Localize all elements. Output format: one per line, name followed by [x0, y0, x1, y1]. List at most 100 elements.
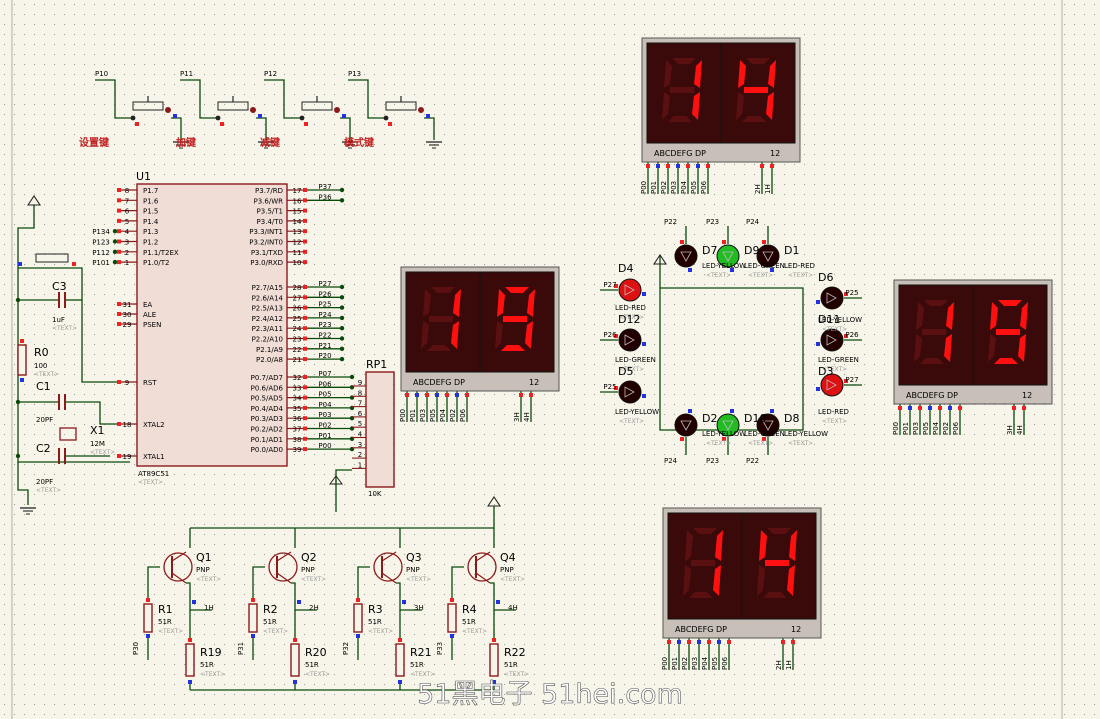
display-segment: [503, 316, 527, 322]
resistor-body: [447, 603, 457, 633]
pin-marker: [297, 600, 301, 604]
load-resistor-value: 51R: [200, 661, 214, 669]
mcu-pin-number: 36: [293, 415, 302, 423]
display-segment: [946, 302, 954, 330]
pin-marker: [770, 164, 774, 168]
display-net-label: P03: [691, 657, 699, 670]
pin-marker: [117, 260, 121, 265]
mcu-pin-name: P2.1/A9: [256, 346, 283, 354]
pin-marker: [816, 342, 820, 346]
display-net-label: P05: [690, 181, 698, 194]
display-net-label: 4H: [1016, 425, 1024, 435]
pin-marker: [656, 164, 660, 168]
display-segment-label: ABCDEFG DP: [675, 625, 727, 634]
pin-marker: [303, 426, 307, 431]
led-symbol: [680, 251, 692, 262]
mcu-pin-name: P1.5: [143, 208, 158, 216]
display-net-label: P06: [952, 421, 960, 435]
mcu-pin-name: P1.3: [143, 228, 158, 236]
resistor-body: [290, 643, 300, 677]
load-resistor-ref: R22: [504, 646, 526, 659]
pin-marker: [762, 240, 766, 244]
junction-dot: [339, 346, 345, 351]
mcu-pin-name: P0.6/AD6: [251, 384, 284, 392]
push-button-contact: [334, 107, 340, 113]
pin-marker: [117, 218, 121, 223]
led-symbol: [722, 420, 734, 431]
transistor-ref: Q3: [406, 551, 422, 564]
display-segment: [944, 334, 952, 362]
display-pin-label: 12: [791, 625, 801, 634]
push-button-contact: [299, 115, 305, 121]
c3-ref: C3: [52, 280, 67, 293]
display-segment: [922, 329, 946, 335]
button-wire: [180, 79, 220, 119]
display-segment: [920, 358, 944, 364]
push-button-contact: [418, 107, 424, 113]
junction-dot: [339, 198, 345, 203]
led-net-label: P22: [746, 457, 759, 465]
pin-marker: [642, 292, 646, 296]
pin-marker: [435, 393, 439, 397]
led-text: <TEXT>: [822, 366, 847, 373]
display-segment: [672, 58, 696, 64]
pin-marker: [388, 122, 392, 126]
led-ref: D6: [818, 271, 833, 284]
pin-marker: [117, 239, 121, 244]
display-segment: [668, 116, 692, 122]
pin-marker: [686, 164, 690, 168]
display-pin-label: 12: [770, 149, 780, 158]
mcu-net-label: P05: [318, 391, 331, 399]
display-segment: [787, 565, 795, 596]
display-net-label: P00: [399, 409, 407, 422]
base-resistor-ref: R4: [462, 603, 477, 616]
display-segment: [742, 116, 766, 122]
pin-marker: [614, 386, 618, 390]
mcu-pin-number: 11: [293, 249, 302, 257]
mcu-pin-number: 9: [125, 379, 129, 387]
pin-marker: [415, 393, 419, 397]
mcu-pin-number: 4: [125, 228, 130, 236]
led-ref: D1: [784, 244, 799, 257]
led-symbol: [826, 292, 837, 304]
junction-dot: [339, 315, 345, 321]
pin-marker: [688, 268, 692, 272]
push-button-contact: [250, 107, 256, 113]
mcu-pin-name: P1.1/T2EX: [143, 249, 179, 257]
base-resistor-value: 51R: [263, 618, 277, 626]
mcu-pin-number: 24: [293, 325, 302, 333]
junction-dot: [112, 229, 118, 234]
pin-marker: [303, 260, 307, 265]
led-net-label: P22: [664, 218, 677, 226]
mcu-pin-name: P3.2/INT0: [249, 239, 283, 247]
pin-marker: [770, 268, 774, 272]
display-net-label: P05: [711, 657, 719, 670]
rp1-pin-number: 7: [358, 400, 362, 408]
mcu-pin-number: 30: [123, 311, 132, 319]
mcu-pin-name: ALE: [143, 311, 156, 319]
mcu-pin-number: 8: [125, 187, 129, 195]
display-segment: [924, 300, 948, 306]
mcu-net-label: P25: [318, 301, 331, 309]
mcu-net-label: P01: [318, 432, 331, 440]
display-segment: [757, 565, 765, 596]
led-label: LED-YELLOW: [702, 262, 746, 270]
pin-marker: [1012, 406, 1016, 410]
resistor-body: [248, 603, 258, 633]
pin-marker: [646, 164, 650, 168]
rp1-pin-number: 2: [358, 451, 362, 459]
pin-marker: [398, 638, 402, 642]
pin-marker: [117, 208, 121, 213]
mcu-net-label: P21: [318, 342, 331, 350]
led-text: <TEXT>: [822, 326, 847, 333]
mcu-pin-name: PSEN: [143, 321, 161, 329]
push-button-contact: [383, 115, 389, 121]
c1-value: 20PF: [36, 416, 53, 424]
pin-marker: [762, 437, 766, 441]
mcu-pin-number: 13: [293, 228, 302, 236]
display-net-label: 1H: [785, 660, 793, 670]
load-resistor-value: 51R: [410, 661, 424, 669]
pin-marker: [696, 164, 700, 168]
junction-dot: [339, 295, 345, 300]
